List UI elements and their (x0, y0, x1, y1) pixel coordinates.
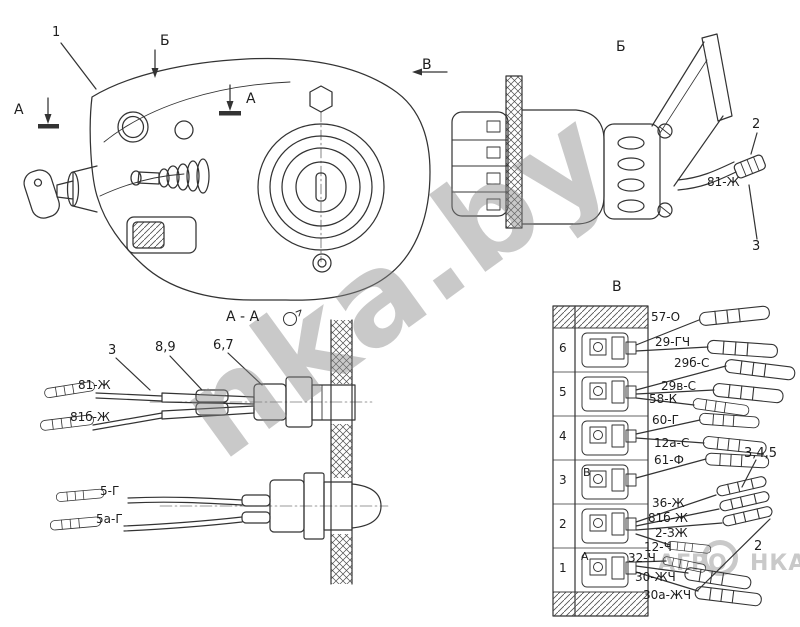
wire-label-29-gch: 29-ГЧ (655, 335, 691, 349)
section-mark-a-left: А (14, 102, 24, 118)
terminal-number-2: 2 (559, 517, 567, 531)
aa-callout-3: 3 (108, 343, 117, 358)
slot-mark-a: А (581, 550, 589, 563)
view-b-wire-81: 81-Ж (707, 175, 740, 189)
wire-label-60-g: 60-Г (652, 413, 679, 427)
wire-label-32-ch: 32-Ч (628, 551, 656, 565)
aa-callout-8-9: 8,9 (155, 340, 176, 355)
logo-text-right: НКА (750, 551, 800, 576)
aa-wire-81: 81-Ж (78, 378, 111, 392)
view-b-callout-2: 2 (752, 117, 761, 132)
terminal-number-4: 4 (559, 429, 567, 443)
wire-label-29v-s: 29в-С (661, 379, 697, 393)
section-mark-a-right: А (246, 91, 256, 107)
view-v-art (552, 305, 797, 617)
view-b-title: Б (616, 39, 626, 55)
slot-mark-v: В (583, 466, 591, 479)
wire-label-36-zh: 36-Ж (652, 496, 685, 510)
wire-label-57-o: 57-О (651, 310, 681, 324)
aa-wire-81b: 81б-Ж (70, 410, 110, 424)
wire-label-81b-zh: 81б-Ж (648, 511, 688, 525)
wire-label-30-zhch: 30-ЖЧ (635, 570, 676, 584)
aa-callout-6-7: 6,7 (213, 338, 234, 353)
arrow-label-b: Б (160, 33, 170, 49)
wire-label-29b-s: 29б-С (674, 356, 710, 370)
terminal-number-1: 1 (559, 561, 567, 575)
section-aa-title: А - А (226, 309, 260, 325)
section-aa-art (39, 309, 389, 585)
view-v-callout-2: 2 (754, 539, 763, 554)
wire-label-30a-zhch: 30а-ЖЧ (643, 588, 692, 602)
view-b-callout-3: 3 (752, 239, 761, 254)
terminal-number-5: 5 (559, 385, 567, 399)
terminal-number-6: 6 (559, 341, 567, 355)
view-v-callout-345: 3,4,5 (744, 446, 778, 461)
aa-wire-5: 5-Г (100, 484, 120, 498)
callout-1: 1 (52, 25, 61, 40)
view-v-title: В (612, 279, 622, 295)
arrow-label-v: В (422, 57, 432, 73)
aa-wire-5a: 5а-Г (96, 512, 123, 526)
main-view-art (23, 42, 448, 301)
logo-circle-icon (702, 540, 738, 576)
wire-label-12a-s: 12а-С (654, 436, 690, 450)
view-b-art (451, 33, 766, 240)
wire-label-2-zzh: 2-ЗЖ (655, 526, 688, 540)
terminal-number-3: 3 (559, 473, 567, 487)
wire-label-58-k: 58-К (649, 392, 678, 406)
wire-label-61-f: 61-Ф (654, 453, 684, 467)
wire-label-12-ch: 12-Ч (644, 540, 672, 554)
